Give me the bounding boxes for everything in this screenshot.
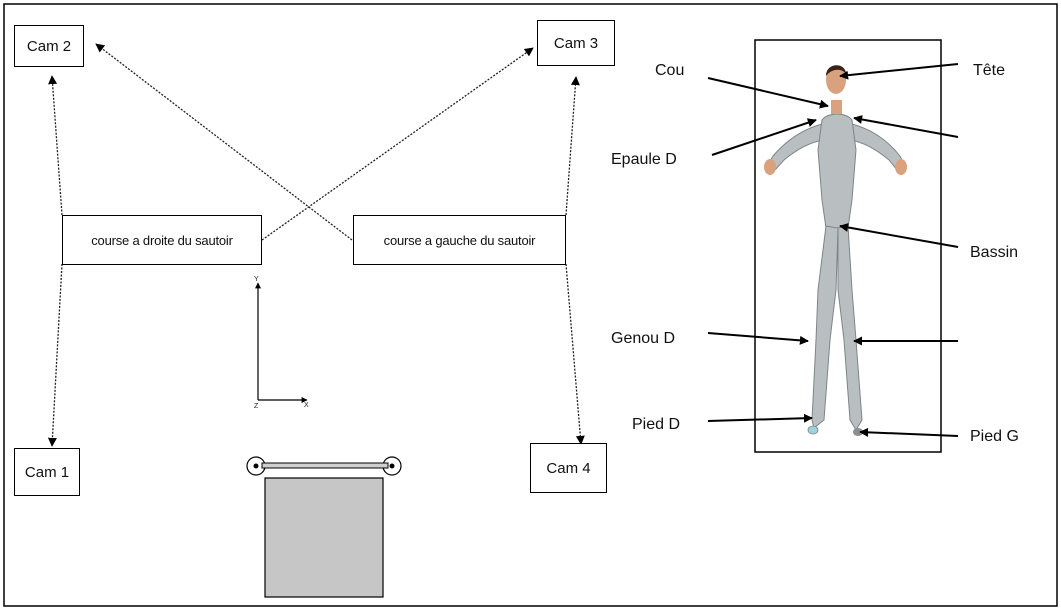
arrow-cou	[707, 77, 829, 109]
label-cou: Cou	[655, 62, 685, 79]
human-figure	[764, 65, 907, 436]
right-hand	[895, 159, 907, 175]
cam-3-box: Cam 3	[537, 20, 615, 66]
axis-x-label: X	[304, 402, 309, 409]
torso	[817, 113, 857, 229]
right-upright-center	[389, 463, 395, 469]
arrow-epaule-d	[711, 118, 817, 156]
runway-left-label: course a gauche du sautoir	[383, 232, 536, 248]
outer-frame	[3, 3, 1058, 607]
left-hand	[764, 159, 776, 175]
label-tete: Tête	[973, 62, 1006, 79]
arrow-pied-d	[707, 413, 813, 423]
right-leg	[837, 225, 863, 431]
cam-2-box: Cam 2	[14, 25, 84, 67]
left-leg	[811, 225, 839, 429]
left-foot	[807, 425, 819, 435]
arrow-bassin	[839, 222, 959, 248]
arrow-genou-d	[707, 332, 809, 345]
axes-symbol	[255, 282, 308, 403]
hair	[826, 65, 846, 76]
sight-lines	[47, 43, 585, 447]
landing-mat	[264, 477, 384, 598]
arrow-epaule-g	[853, 115, 959, 138]
label-bassin: Bassin	[970, 244, 1019, 261]
jump-apparatus	[246, 456, 402, 598]
crossbar	[261, 462, 389, 469]
left-upright-center	[253, 463, 259, 469]
runway-right-label: course a droite du sautoir	[91, 232, 233, 248]
sight-line-cam1-down	[47, 263, 63, 447]
label-pied-g: Pied G	[970, 428, 1019, 445]
cam-4-box: Cam 4	[530, 443, 607, 493]
sight-line-cam2-up	[48, 75, 63, 216]
sight-line-cross-to-cam2	[95, 43, 353, 241]
body-arrows	[707, 63, 959, 437]
runway-right-box: course a droite du sautoir	[62, 215, 262, 265]
neck	[831, 100, 842, 114]
cam-2-label: Cam 2	[26, 37, 72, 55]
sight-line-cam4-down	[565, 263, 585, 445]
cam-1-label: Cam 1	[24, 463, 70, 481]
label-epaule-d: Epaule D	[611, 151, 677, 168]
runway-left-box: course a gauche du sautoir	[353, 215, 566, 265]
cam-4-label: Cam 4	[546, 459, 591, 477]
axis-origin-label: Z	[254, 403, 259, 410]
axis-y-label: Y	[254, 276, 259, 283]
cam-1-box: Cam 1	[14, 448, 80, 496]
arrow-tete	[839, 63, 959, 80]
arrow-pied-g	[859, 427, 959, 437]
label-pied-d: Pied D	[632, 416, 681, 433]
cam-3-label: Cam 3	[553, 34, 599, 52]
sight-line-cam3-up	[565, 76, 580, 216]
label-genou-d: Genou D	[611, 330, 676, 347]
sight-line-cross-to-cam3	[261, 47, 534, 241]
